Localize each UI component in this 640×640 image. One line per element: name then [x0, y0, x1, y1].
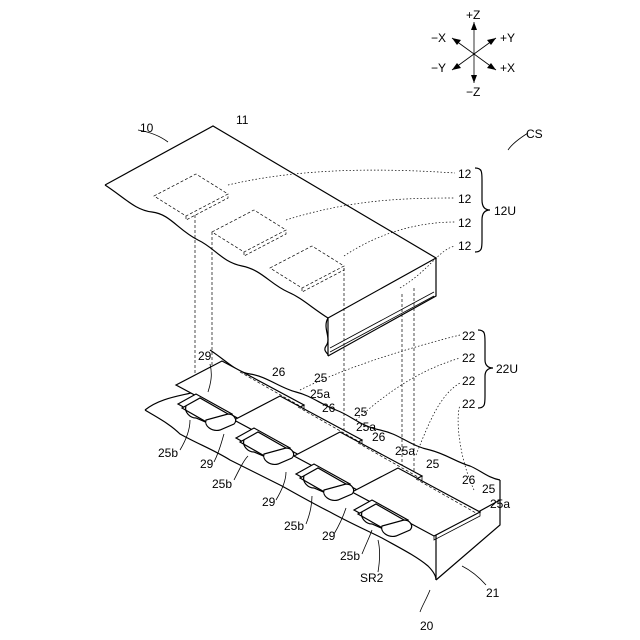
label-cs: CS	[526, 127, 543, 141]
label-26-2: 26	[322, 401, 336, 415]
label-25b-1: 25b	[158, 446, 178, 460]
label-26-3: 26	[372, 430, 386, 444]
label-25a-1: 25a	[310, 387, 330, 401]
label-10: 10	[140, 121, 154, 135]
label-22-b: 22	[462, 351, 476, 365]
label-12u: 12U	[494, 204, 516, 218]
label-29-1: 29	[198, 349, 212, 363]
label-25-5: 25	[482, 482, 496, 496]
label-25a-4: 25a	[490, 497, 510, 511]
label-29-3: 29	[262, 495, 276, 509]
label-25-1: 25	[314, 371, 328, 385]
label-25b-3: 25b	[284, 519, 304, 533]
axis-label-minus-z: −Z	[466, 85, 480, 99]
axis-label-plus-x: +X	[500, 61, 515, 75]
label-22u: 22U	[496, 362, 518, 376]
label-22-d: 22	[462, 397, 476, 411]
label-29-4: 29	[322, 529, 336, 543]
label-11: 11	[236, 113, 249, 127]
label-26-1: 26	[272, 365, 286, 379]
label-sr2: SR2	[360, 571, 384, 585]
label-25b-2: 25b	[212, 477, 232, 491]
label-12-d: 12	[458, 239, 472, 253]
label-22-c: 22	[462, 374, 476, 388]
brace-12u	[475, 168, 490, 252]
axis-label-plus-z: +Z	[466, 8, 480, 22]
label-12-c: 12	[458, 216, 472, 230]
label-12-a: 12	[458, 167, 472, 181]
axis-label-minus-y: −Y	[431, 61, 446, 75]
upper-electrodes	[154, 174, 344, 292]
axis-compass	[452, 22, 496, 83]
axis-label-minus-x: −X	[431, 31, 446, 45]
upper-member	[105, 126, 436, 356]
label-25-2: 25	[354, 405, 368, 419]
label-25-4: 25	[426, 457, 440, 471]
label-25a-3: 25a	[395, 444, 415, 458]
label-25b-4: 25b	[340, 549, 360, 563]
axis-label-plus-y: +Y	[500, 31, 515, 45]
label-26-4: 26	[462, 473, 476, 487]
label-12-b: 12	[458, 192, 472, 206]
label-22-a: 22	[462, 329, 476, 343]
label-29-2: 29	[200, 457, 214, 471]
label-21: 21	[486, 586, 500, 600]
brace-22u	[478, 330, 493, 408]
label-20: 20	[420, 619, 434, 633]
leaders-12	[228, 170, 455, 288]
